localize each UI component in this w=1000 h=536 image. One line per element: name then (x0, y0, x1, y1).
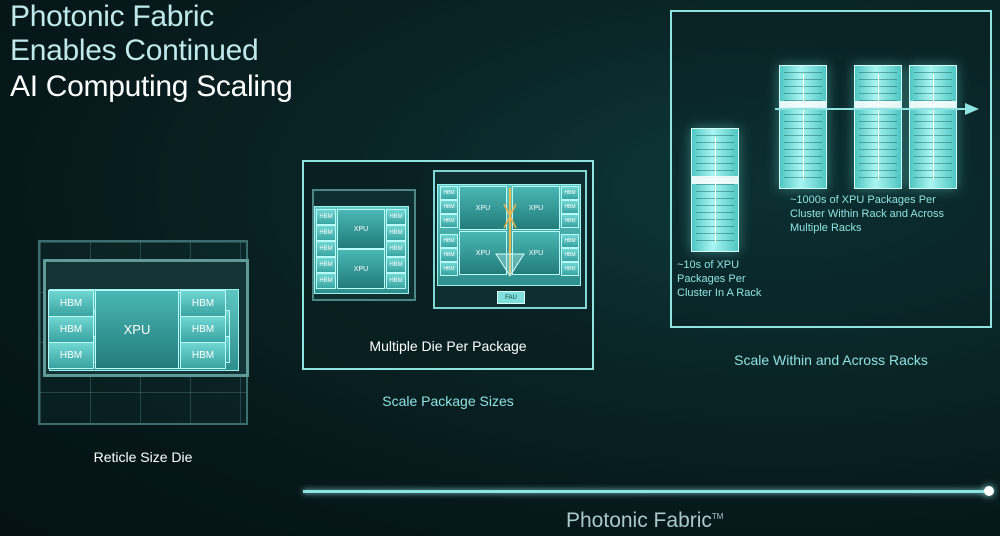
hbm-block: HBM (386, 241, 406, 257)
hbm-block: HBM (386, 225, 406, 241)
reticle-caption: Reticle Size Die (93, 449, 193, 465)
fau-block: FAU (497, 291, 525, 304)
racks-large-text: ~1000s of XPU Packages Per Cluster Withi… (790, 194, 945, 234)
hbm-block: HBM (440, 186, 458, 200)
xpu-block: XPU (512, 231, 560, 275)
footer-label: Photonic FabricTM (566, 509, 723, 533)
hbm-block: HBM (440, 200, 458, 214)
hbm-block: HBM (561, 234, 579, 248)
hbm-block: HBM (316, 209, 336, 225)
hbm-block: HBM (561, 262, 579, 276)
hbm-block: HBM (316, 225, 336, 241)
photonic-fabric-line (303, 490, 988, 493)
hbm-block: HBM (440, 262, 458, 276)
hbm-block: HBM (561, 200, 579, 214)
hbm-block: HBM (48, 342, 94, 369)
xpu-block: XPU (459, 186, 507, 230)
hbm-block: HBM (180, 316, 226, 343)
hbm-block: HBM (386, 257, 406, 273)
title-line-3: AI Computing Scaling (10, 70, 293, 103)
hbm-block: HBM (440, 214, 458, 228)
hbm-block: HBM (386, 209, 406, 225)
hbm-block: HBM (440, 234, 458, 248)
title-line-2: Enables Continued (10, 34, 259, 67)
xpu-block: XPU (459, 231, 507, 275)
arrow-right-icon (775, 103, 979, 115)
xpu-block: XPU (512, 186, 560, 230)
package-inner-caption: Multiple Die Per Package (369, 338, 527, 354)
hbm-block: HBM (48, 290, 94, 317)
xpu-block: XPU (337, 209, 385, 249)
hbm-block: HBM (561, 248, 579, 262)
hbm-block: HBM (440, 248, 458, 262)
hbm-block: HBM (180, 290, 226, 317)
racks-small-text: ~10s of XPU Packages Per Cluster In A Ra… (677, 259, 762, 299)
rack-icon (779, 65, 827, 189)
hbm-block: HBM (48, 316, 94, 343)
hbm-block: HBM (561, 186, 579, 200)
hbm-block: HBM (316, 241, 336, 257)
optical-interconnect-icon (495, 188, 525, 277)
footer-label-text: Photonic Fabric (566, 509, 712, 532)
hbm-block: HBM (316, 273, 336, 289)
xpu-block: XPU (95, 290, 179, 369)
hbm-block: HBM (316, 257, 336, 273)
racks-caption: Scale Within and Across Racks (734, 352, 928, 368)
hbm-block: HBM (561, 214, 579, 228)
rack-icon (691, 128, 739, 252)
rack-icon (909, 65, 957, 189)
hbm-block: HBM (386, 273, 406, 289)
rack-icon (854, 65, 902, 189)
hbm-block: HBM (180, 342, 226, 369)
title-line-1: Photonic Fabric (10, 0, 214, 33)
xpu-block: XPU (337, 249, 385, 289)
package-caption: Scale Package Sizes (382, 393, 514, 409)
line-end-dot (984, 486, 994, 496)
footer-trademark: TM (711, 512, 724, 521)
